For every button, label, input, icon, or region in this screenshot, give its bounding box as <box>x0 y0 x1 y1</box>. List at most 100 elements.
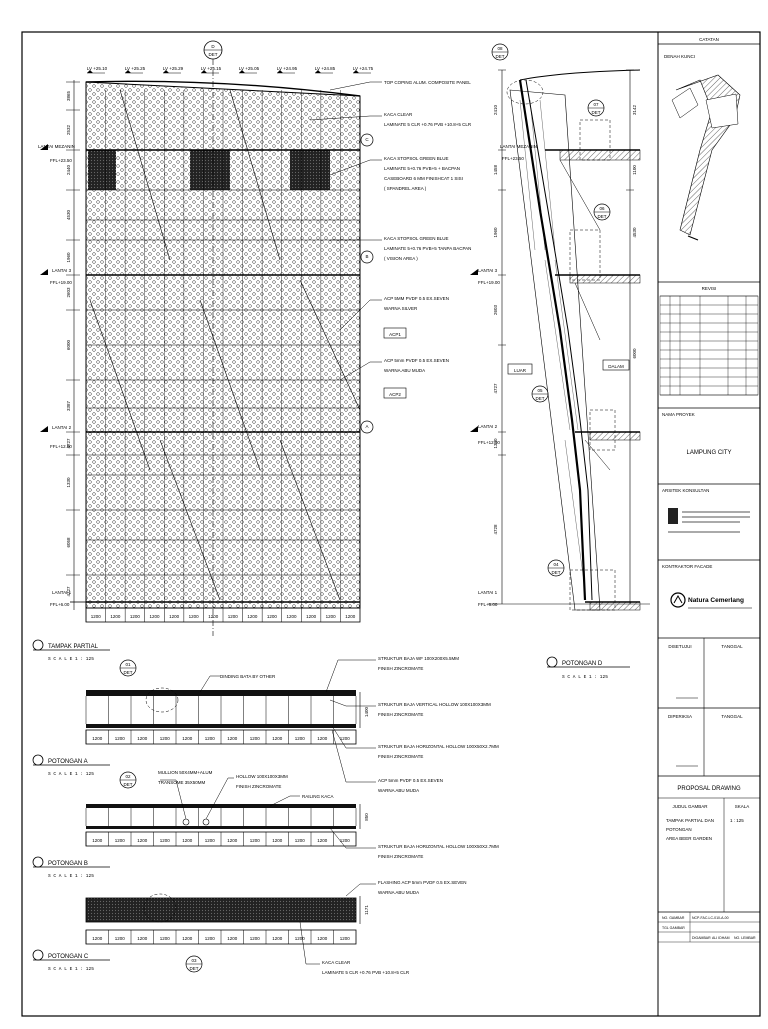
section-d-callout-det: DET <box>496 54 505 59</box>
section-dim: 1200 <box>137 936 148 941</box>
section-c-notes: FLASHING ACP 5mm PVDF 0.5 EX.SEVEN WARNA… <box>299 880 466 975</box>
tb-proposal: PROPOSAL DRAWING <box>677 786 741 792</box>
section-dim: 1200 <box>295 936 306 941</box>
section-dim: 1200 <box>92 838 103 843</box>
section-d-left-dim: 1960 <box>493 227 498 238</box>
level-2-ffl: FFL+12.00 <box>50 444 72 449</box>
section-c-callout-det: DET <box>190 966 199 971</box>
elevation-bottom-dim: 1200 <box>345 614 356 619</box>
note-stopsol-1-spec: LAMINATE 5+0.76 PVB+5 + BACPAN <box>384 166 460 171</box>
section-b-title-block: 02 DET POTONGAN B S C A L E 1 : 125 <box>32 771 137 879</box>
callout-d: D DET <box>203 40 223 636</box>
note-stopsol-1: KACA STOPSOL GREEN BLUE <box>384 156 449 161</box>
elevation-dim: 2440 <box>66 164 71 175</box>
section-dim: 1200 <box>160 936 171 941</box>
section-d-title-block: POTONGAN D S C A L E 1 : 125 <box>546 656 630 680</box>
key-plan-sketch <box>671 74 741 241</box>
elevation-bottom-dim: 1200 <box>306 614 317 619</box>
tb-tanggal-2: TANGGAL <box>721 714 743 719</box>
section-dim: 1200 <box>137 838 148 843</box>
section-b-scale: S C A L E 1 : 125 <box>48 873 94 879</box>
elevation-dim: 3387 <box>66 400 71 411</box>
label-luar: LUAR <box>514 368 527 373</box>
sd-level-1: LANTAI 1 <box>478 590 498 595</box>
label-dalam: DALAM <box>608 364 624 369</box>
section-d-right-dim: 3142 <box>632 104 637 115</box>
tb-drawing-title-1: TAMPAK PARTIAL DAN <box>666 818 714 823</box>
lv-mark: LV +24.85 <box>315 66 336 71</box>
tb-catatan: CATATAN <box>699 37 719 42</box>
section-d-callout-06: 06 <box>599 206 605 211</box>
section-d-callout-08: 08 <box>497 46 503 51</box>
elevation-bottom-dim: 1200 <box>326 614 337 619</box>
section-d-dimensions: 2410145819602603472713304728314211004530… <box>493 69 637 535</box>
section-d-callout-det: DET <box>592 110 601 115</box>
section-dim: 1200 <box>205 838 216 843</box>
section-b-callout-det: DET <box>124 782 133 787</box>
elevation-bottom-dim: 1200 <box>286 614 297 619</box>
lv-mark: LV +25.10 <box>87 66 108 71</box>
section-d-right-dim: 4530 <box>632 227 637 238</box>
section-dim: 1200 <box>340 736 351 741</box>
note-c-flashing: FLASHING ACP 5mm PVDF 0.5 EX.SEVEN <box>378 880 466 885</box>
tb-revisi: REVISI <box>702 286 717 291</box>
section-a-notes: DINDING BATA BY OTHER STRUKTUR BAJA WF 1… <box>199 656 499 793</box>
elevation-dim: 4530 <box>66 209 71 220</box>
section-b-callout: 02 <box>125 774 131 779</box>
section-dim: 1200 <box>317 736 328 741</box>
elevation-bottom-dim: 1200 <box>130 614 141 619</box>
sd-level-2: LANTAI 2 <box>478 424 498 429</box>
sd-level-mezanin-ffl: FFL+23.50 <box>502 156 524 161</box>
section-a-callout-det: DET <box>124 670 133 675</box>
note-a-wall: DINDING BATA BY OTHER <box>220 674 276 679</box>
note-a-vertical: STRUKTUR BAJA VERTICAL HOLLOW 100X100X3M… <box>378 702 491 707</box>
section-callouts: C B A <box>360 133 374 434</box>
note-stopsol-2-spec: LAMINATE 5+0.76 PVB+5 TANPA BACPAN <box>384 246 471 251</box>
section-dim: 1200 <box>250 736 261 741</box>
section-c-title: POTONGAN C <box>48 954 89 960</box>
tb-denah-kunci: DENAH KUNCI <box>664 54 695 59</box>
sd-level-1-ffl: FFL+6.00 <box>478 602 498 607</box>
section-d-callout-05: 05 <box>537 388 543 393</box>
note-b-horizontal: STRUKTUR BAJA HORIZONTAL HOLLOW 100X50X2… <box>378 844 499 849</box>
section-d-left-dim: 4727 <box>493 383 498 394</box>
tb-disetujui: DISETUJUI <box>668 644 691 649</box>
note-b-railing: RAILING KACA <box>302 794 334 799</box>
level-mezanin-label: LANTAI MEZANIN <box>38 144 75 149</box>
section-dim: 1200 <box>272 736 283 741</box>
note-a-vertical-finish: FINISH ZINCROMATE <box>378 712 423 717</box>
section-dim: 1200 <box>205 936 216 941</box>
lv-mark: LV +25.15 <box>201 66 222 71</box>
section-d-left-dim: 1330 <box>493 438 498 449</box>
lv-mark: LV +25.29 <box>163 66 184 71</box>
section-c-title-block: 03 DET POTONGAN C S C A L E 1 : 125 <box>32 949 203 973</box>
architect-logo <box>668 508 678 524</box>
tb-project: LAMPUNG CITY <box>686 450 731 456</box>
note-b-hollow: HOLLOW 100X100X3MM <box>236 774 288 779</box>
section-dim: 1200 <box>115 936 126 941</box>
note-a-wf-finish: FINISH ZINCROMATE <box>378 666 423 671</box>
callout-a-letter: A <box>365 424 368 429</box>
section-d-scale: S C A L E 1 : 125 <box>562 674 608 680</box>
sheet-border <box>21 31 761 1017</box>
note-b-transome: TRANSOME 35X50MM <box>158 780 206 785</box>
callout-d-det: DET <box>209 52 218 57</box>
tag-acp2: ACP2 <box>389 392 401 397</box>
lv-mark: LV +24.95 <box>277 66 298 71</box>
elevation-bottom-dim: 1200 <box>91 614 102 619</box>
section-dim: 1200 <box>205 736 216 741</box>
elevation-title: TAMPAK PARTIAL <box>48 644 99 650</box>
note-a-horizontal: STRUKTUR BAJA HORIZONTAL HOLLOW 100X50X2… <box>378 744 499 749</box>
level-3-ffl: FFL+19.00 <box>50 280 72 285</box>
elevation-left-dimensions: 3865253224404530196026036000338747271330… <box>66 81 80 597</box>
section-a-callout: 01 <box>125 662 131 667</box>
level-3-label: LANTAI 3 <box>52 268 72 273</box>
tb-drawing-scale: 1 : 125 <box>730 818 744 823</box>
section-d-left-dim: 4728 <box>493 524 498 535</box>
note-acp1-color: WARNA SILVER <box>384 306 418 311</box>
note-stopsol-2: KACA STOPSOL GREEN BLUE <box>384 236 449 241</box>
elevation-dim: 6058 <box>66 537 71 548</box>
